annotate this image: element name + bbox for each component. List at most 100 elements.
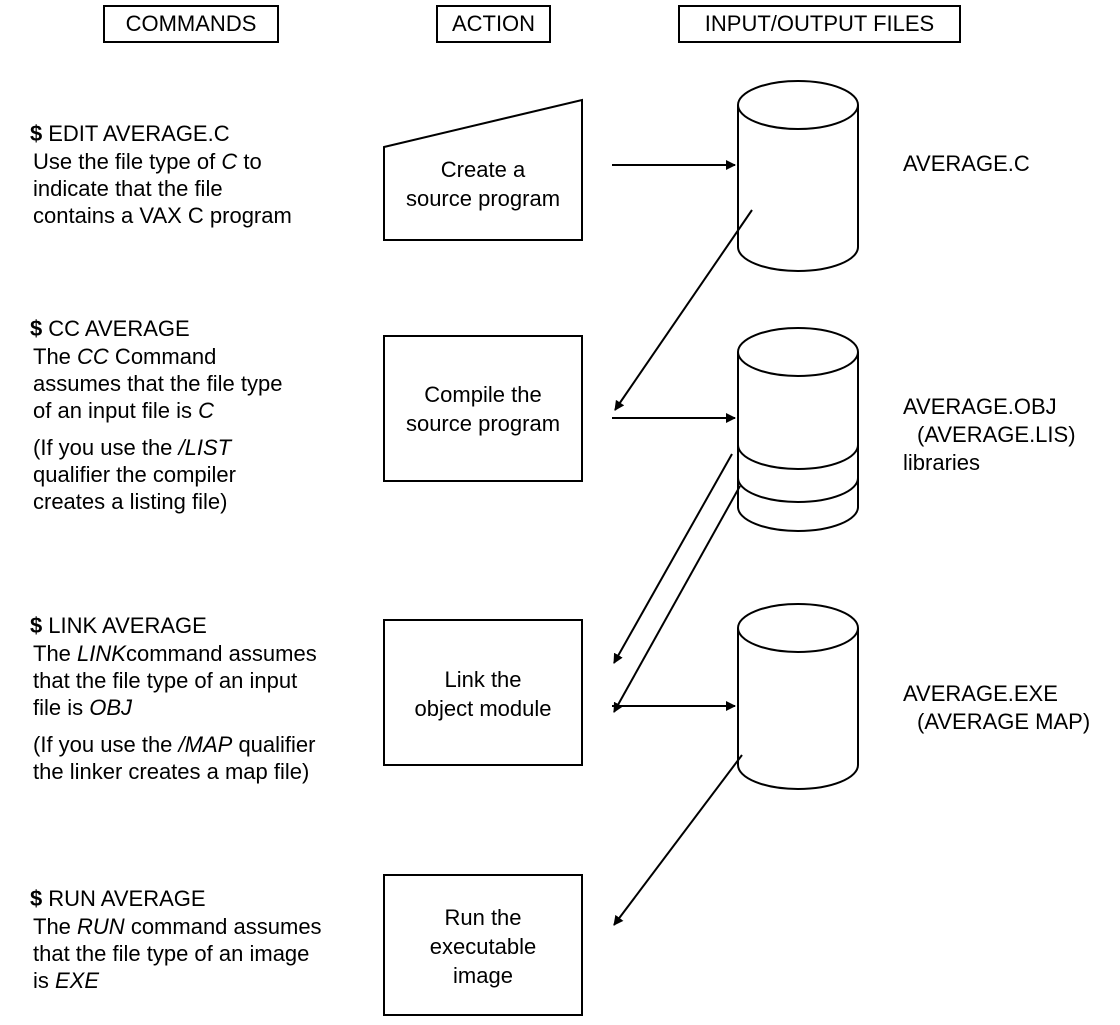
italic-term: C	[198, 398, 214, 423]
header-action: ACTION	[436, 5, 551, 43]
text-run: indicate that the file	[33, 176, 223, 201]
italic-term: C	[221, 149, 238, 174]
header-input-output-files: INPUT/OUTPUT FILES	[678, 5, 961, 43]
file-label-executable: AVERAGE.EXE (AVERAGE MAP)	[903, 680, 1090, 736]
note-line: (If you use the /LIST	[30, 434, 282, 461]
text-run: of an input file is	[33, 398, 199, 423]
italic-term: /LIST	[178, 435, 232, 460]
note-line: (If you use the /MAP qualifier	[30, 731, 317, 758]
text-run: The	[33, 641, 78, 666]
action-label-line: Create a	[440, 157, 526, 182]
action-label-line: source program	[405, 186, 561, 211]
text-run: Command	[108, 344, 217, 369]
command-text: CC AVERAGE	[48, 316, 190, 341]
italic-term: RUN	[77, 914, 125, 939]
text-run: contains a VAX C program	[33, 203, 292, 228]
command-line: $EDIT AVERAGE.C	[30, 120, 292, 148]
arrow-source-file-to-compile	[614, 209, 753, 411]
action-label-compile: Compile the source program	[384, 380, 582, 438]
prompt-symbol: $	[30, 886, 43, 911]
command-text: EDIT AVERAGE.C	[48, 121, 230, 146]
description-line: of an input file is C	[30, 397, 282, 424]
command-text: LINK AVERAGE	[48, 613, 207, 638]
action-label-create: Create a source program	[384, 155, 582, 213]
description-line: The LINKcommand assumes	[30, 640, 317, 667]
compile-process-box	[383, 335, 583, 482]
arrow-object-file-to-link	[613, 453, 733, 664]
text-run: that the file type of an image	[33, 941, 310, 966]
file-name: AVERAGE.EXE	[903, 681, 1058, 706]
action-label-line: image	[453, 963, 513, 988]
action-label-line: executable	[429, 934, 537, 959]
description-line: indicate that the file	[30, 175, 292, 202]
text-run: The	[33, 914, 78, 939]
text-run: The	[33, 344, 78, 369]
note-line: qualifier the compiler	[30, 461, 282, 488]
prompt-symbol: $	[30, 121, 43, 146]
text-run: to	[237, 149, 262, 174]
file-label-source: AVERAGE.C	[903, 150, 1030, 178]
action-label-line: Run the	[444, 905, 522, 930]
file-cylinder-source	[737, 80, 859, 272]
action-label-line: object module	[414, 696, 552, 721]
command-line: $LINK AVERAGE	[30, 612, 317, 640]
file-cylinder-executable	[737, 603, 859, 790]
italic-term: CC	[77, 344, 109, 369]
text-run: creates a listing file)	[33, 489, 228, 514]
run-process-box	[383, 874, 583, 1016]
action-label-link: Link the object module	[384, 665, 582, 723]
file-name: libraries	[903, 450, 981, 475]
text-run: file is	[33, 695, 90, 720]
text-run: that the file type of an input	[33, 668, 298, 693]
italic-term: EXE	[55, 968, 100, 993]
prompt-symbol: $	[30, 613, 43, 638]
description-line: file is OBJ	[30, 694, 317, 721]
description-line: that the file type of an image	[30, 940, 322, 967]
description-line: Use the file type of C to	[30, 148, 292, 175]
arrow-libraries-to-link	[613, 485, 741, 713]
action-label-line: Compile the	[424, 382, 542, 407]
text-run: assumes that the file type	[33, 371, 283, 396]
description-line: that the file type of an input	[30, 667, 317, 694]
italic-term: OBJ	[89, 695, 133, 720]
arrow-executable-file-to-run	[613, 754, 743, 926]
text-run: is	[33, 968, 55, 993]
command-text: RUN AVERAGE	[48, 886, 206, 911]
file-name: AVERAGE.C	[903, 151, 1030, 176]
text-run: qualifier	[232, 732, 316, 757]
action-label-line: source program	[405, 411, 561, 436]
file-name: (AVERAGE MAP)	[917, 709, 1091, 734]
text-run: (If you use the	[33, 435, 179, 460]
description-line: assumes that the file type	[30, 370, 282, 397]
text-run: the linker creates a map file)	[33, 759, 310, 784]
note-line: creates a listing file)	[30, 488, 282, 515]
italic-term: /MAP	[178, 732, 233, 757]
text-run: command assumes	[125, 641, 317, 666]
action-label-run: Run the executable image	[384, 903, 582, 990]
description-line: contains a VAX C program	[30, 202, 292, 229]
text-run: command assumes	[124, 914, 322, 939]
description-line: The CC Command	[30, 343, 282, 370]
file-name: AVERAGE.OBJ	[903, 394, 1057, 419]
prompt-symbol: $	[30, 316, 43, 341]
description-line: is EXE	[30, 967, 322, 994]
text-run: qualifier the compiler	[33, 462, 236, 487]
header-commands: COMMANDS	[103, 5, 279, 43]
description-line: The RUN command assumes	[30, 913, 322, 940]
italic-term: LINK	[77, 641, 126, 666]
command-line: $CC AVERAGE	[30, 315, 282, 343]
file-cylinder-object-and-libraries	[737, 327, 859, 532]
create-source-terminal-shape	[383, 98, 583, 241]
note-line: the linker creates a map file)	[30, 758, 317, 785]
file-label-object: AVERAGE.OBJ(AVERAGE.LIS)libraries	[903, 393, 1076, 477]
action-label-line: Link the	[444, 667, 522, 692]
text-run: (If you use the	[33, 732, 179, 757]
command-line: $RUN AVERAGE	[30, 885, 322, 913]
text-run: Use the file type of	[33, 149, 222, 174]
